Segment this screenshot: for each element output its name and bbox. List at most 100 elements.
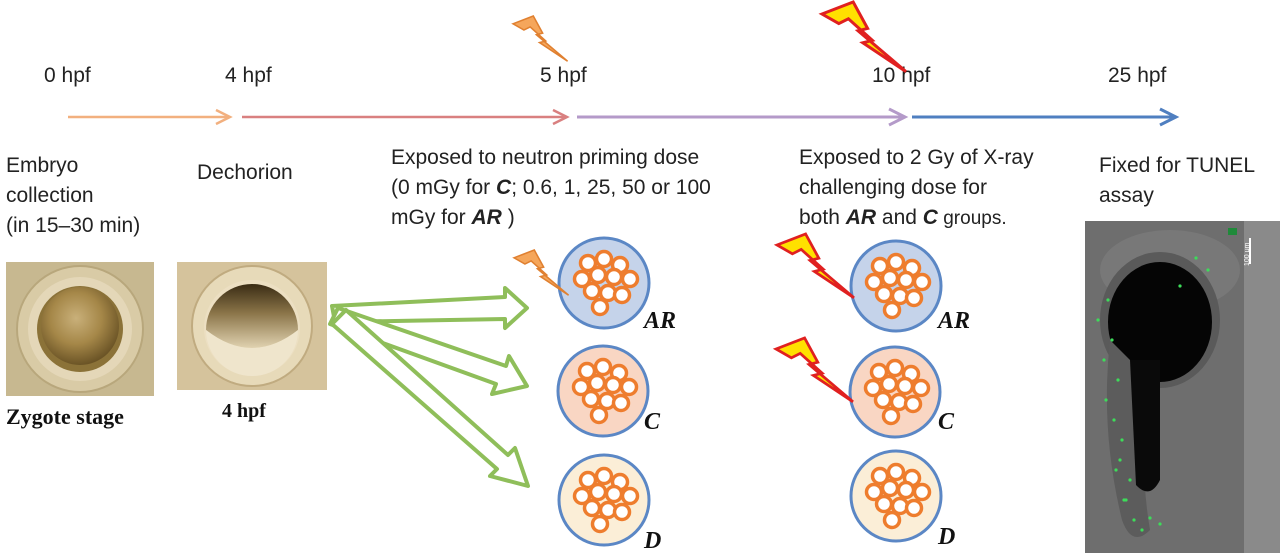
- embryo-cell: [590, 297, 610, 317]
- embryo-cell: [882, 510, 902, 530]
- embryo-cell: [873, 390, 893, 410]
- tunel-dot: [1194, 256, 1198, 260]
- label-d-challenge: D: [938, 524, 956, 550]
- embryo-cell: [604, 484, 624, 504]
- label-c-challenge: C: [938, 409, 955, 435]
- embryo-cell: [874, 494, 894, 514]
- embryo-cell: [577, 361, 597, 381]
- priming-line2: (0 mGy for C; 0.6, 1, 25, 50 or 100: [391, 176, 711, 199]
- step-collection-line2: collection: [6, 184, 94, 207]
- tunel-dot: [1120, 438, 1124, 442]
- embryo-cell: [904, 498, 924, 518]
- embryo-cell: [885, 358, 905, 378]
- embryo-cell: [880, 268, 900, 288]
- label-d-priming: D: [644, 528, 662, 554]
- embryo-cell: [582, 281, 602, 301]
- scale-bar-label: 100 μm: [1244, 242, 1251, 267]
- zygote-caption: Zygote stage: [6, 404, 124, 429]
- tunel-dot: [1114, 468, 1118, 472]
- tunel-positive-dots: [1096, 256, 1210, 532]
- tunel-dot: [1104, 398, 1108, 402]
- embryo-cell: [619, 377, 639, 397]
- embryo-cell: [870, 466, 890, 486]
- embryo-cell: [590, 514, 610, 534]
- embryo-cell: [571, 377, 591, 397]
- challenge-line3: both AR and C groups.: [799, 206, 1007, 229]
- challenge-line1: Exposed to 2 Gy of X-ray: [799, 146, 1034, 169]
- tunel-dot: [1116, 378, 1120, 382]
- embryo-cell: [881, 406, 901, 426]
- fixed-line1: Fixed for TUNEL: [1099, 154, 1255, 177]
- tunel-dot: [1122, 498, 1126, 502]
- tunel-photo: [1085, 221, 1280, 553]
- zygote-photo: [6, 262, 154, 396]
- embryo-cell: [620, 269, 640, 289]
- embryo-cell: [874, 284, 894, 304]
- step-collection: Embryo collection (in 15–30 min): [6, 151, 140, 241]
- fixed-line2: assay: [1099, 184, 1154, 207]
- tunel-dot: [1140, 528, 1144, 532]
- priming-line3: mGy for AR ): [391, 206, 515, 229]
- embryo-cell: [864, 482, 884, 502]
- tunel-dot: [1132, 518, 1136, 522]
- embryo-cell: [603, 375, 623, 395]
- priming-line1: Exposed to neutron priming dose: [391, 146, 700, 169]
- tunel-dot: [1178, 284, 1182, 288]
- embryo-cell: [869, 362, 889, 382]
- embryo-cell: [588, 265, 608, 285]
- timeline-arrow-4-5: [242, 108, 570, 126]
- embryo-cell: [904, 288, 924, 308]
- embryo-cell: [578, 253, 598, 273]
- tick-5hpf: 5 hpf: [540, 64, 587, 87]
- timeline-arrow-0-4: [68, 108, 233, 126]
- embryo-cell: [863, 378, 883, 398]
- priming-lightning-icon: [512, 249, 570, 296]
- timeline-arrow-5-10: [577, 107, 909, 127]
- embryo-cell: [572, 486, 592, 506]
- embryo-cell: [886, 252, 906, 272]
- step-collection-line1: Embryo: [6, 154, 79, 177]
- embryo-cell: [578, 470, 598, 490]
- embryo-cell: [588, 482, 608, 502]
- tick-4hpf: 4 hpf: [225, 64, 272, 87]
- step-priming: Exposed to neutron priming dose (0 mGy f…: [391, 143, 711, 233]
- small-lightning-icon: [511, 15, 569, 62]
- embryo-cell: [572, 269, 592, 289]
- tick-25hpf: 25 hpf: [1108, 64, 1167, 87]
- tunel-dot: [1106, 298, 1110, 302]
- tunel-dot: [1110, 338, 1114, 342]
- embryo-cell: [582, 498, 602, 518]
- challenge-ar-lightning-icon: [773, 232, 855, 299]
- challenge-line2: challenging dose for: [799, 176, 987, 199]
- embryo-cell: [593, 357, 613, 377]
- tunel-dot: [1128, 478, 1132, 482]
- tunel-dot: [1102, 358, 1106, 362]
- embryo-cell: [903, 394, 923, 414]
- tunel-dot: [1118, 458, 1122, 462]
- embryo-cell: [895, 376, 915, 396]
- embryo-cell: [611, 393, 631, 413]
- embryo-cell: [896, 480, 916, 500]
- step-collection-line3: (in 15–30 min): [6, 214, 141, 237]
- embryo-cell: [912, 272, 932, 292]
- embryo-cell: [870, 256, 890, 276]
- step-dechorion: Dechorion: [197, 161, 293, 184]
- tunel-dot: [1112, 418, 1116, 422]
- timeline-arrow-10-25: [912, 107, 1180, 127]
- embryo-cell: [620, 486, 640, 506]
- embryo-cell: [880, 478, 900, 498]
- embryo-cell: [581, 389, 601, 409]
- tick-10hpf: 10 hpf: [872, 64, 931, 87]
- embryo-cell: [886, 462, 906, 482]
- embryo-cell: [864, 272, 884, 292]
- embryo-cell: [912, 482, 932, 502]
- embryo-cell: [612, 285, 632, 305]
- embryo-cells: [571, 249, 932, 534]
- step-challenge: Exposed to 2 Gy of X-ray challenging dos…: [799, 143, 1034, 234]
- embryo-cell: [896, 270, 916, 290]
- embryo-cell: [594, 466, 614, 486]
- dechorion-photo: [177, 262, 327, 390]
- embryo-cell: [604, 267, 624, 287]
- tunel-dot: [1148, 516, 1152, 520]
